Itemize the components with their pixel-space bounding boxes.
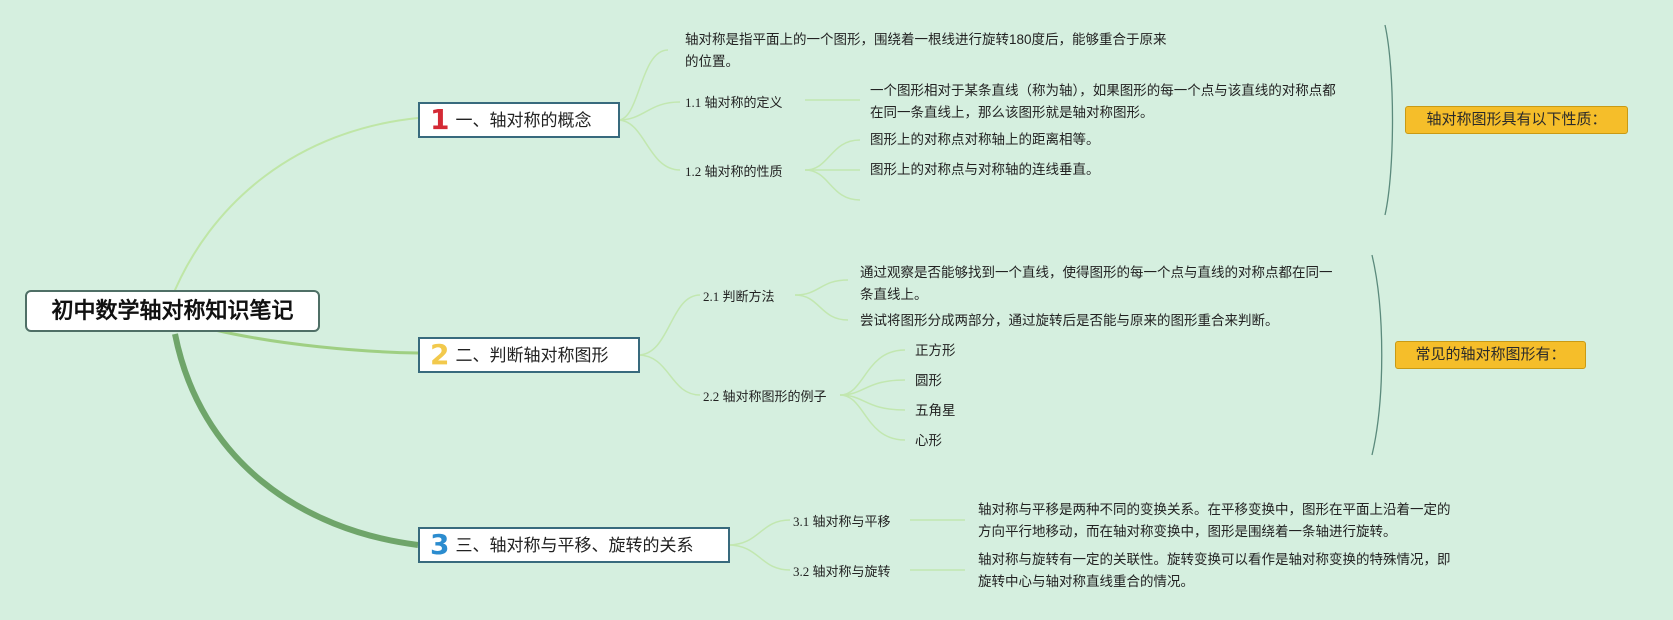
topic-3-label: 三、轴对称与平移、旋转的关系	[455, 536, 694, 555]
leaf-2-2-4[interactable]: 心形	[915, 433, 942, 448]
topic-1-label: 一、轴对称的概念	[455, 111, 592, 130]
leaf-2-1-2[interactable]: 尝试将图形分成两部分，通过旋转后是否能与原来的图形重合来判断。	[860, 313, 1279, 328]
topic-2-label: 二、判断轴对称图形	[455, 346, 609, 365]
subtopic-1-1[interactable]: 1.1 轴对称的定义	[685, 95, 783, 110]
summary-note-2[interactable]: 常见的轴对称图形有：	[1395, 341, 1586, 369]
summary-brace-2	[1371, 254, 1383, 456]
link-root-topic3	[172, 333, 419, 548]
leaf-3-2-1[interactable]: 轴对称与旋转有一定的关联性。旋转变换可以看作是轴对称变换的特殊情况，即 旋转中心…	[978, 549, 1451, 593]
leaf-line: 轴对称与平移是两种不同的变换关系。在平移变换中，图形在平面上沿着一定的	[978, 502, 1451, 517]
intro-line: 的位置。	[685, 54, 739, 69]
leaf-3-1-1[interactable]: 轴对称与平移是两种不同的变换关系。在平移变换中，图形在平面上沿着一定的 方向平行…	[978, 499, 1451, 543]
leaf-line: 条直线上。	[860, 287, 928, 302]
link-root-topic1	[169, 117, 419, 303]
leaf-line: 轴对称与旋转有一定的关联性。旋转变换可以看作是轴对称变换的特殊情况，即	[978, 552, 1451, 567]
leaf-line: 一个图形相对于某条直线（称为轴），如果图形的每一个点与该直线的对称点都	[870, 83, 1336, 98]
topic-2[interactable]: 2 二、判断轴对称图形	[418, 337, 640, 373]
leaf-line: 在同一条直线上，那么该图形就是轴对称图形。	[870, 105, 1154, 120]
leaf-line: 旋转中心与轴对称直线重合的情况。	[978, 574, 1194, 589]
leaf-2-1-1[interactable]: 通过观察是否能够找到一个直线，使得图形的每一个点与直线的对称点都在同一 条直线上…	[860, 262, 1333, 306]
summary-brace-1	[1384, 24, 1394, 216]
leaf-line: 方向平行地移动，而在轴对称变换中，图形是围绕着一条轴进行旋转。	[978, 524, 1397, 539]
number-1-icon: 1	[430, 103, 450, 136]
leaf-1-1-1[interactable]: 一个图形相对于某条直线（称为轴），如果图形的每一个点与该直线的对称点都 在同一条…	[870, 80, 1336, 124]
intro-line: 轴对称是指平面上的一个图形，围绕着一根线进行旋转180度后，能够重合于原来	[685, 32, 1167, 47]
subtopic-3-1[interactable]: 3.1 轴对称与平移	[793, 514, 891, 529]
summary-note-1[interactable]: 轴对称图形具有以下性质：	[1405, 106, 1628, 134]
topic-1[interactable]: 1 一、轴对称的概念	[418, 102, 620, 138]
leaf-line: 通过观察是否能够找到一个直线，使得图形的每一个点与直线的对称点都在同一	[860, 265, 1333, 280]
leaf-1-2-2[interactable]: 图形上的对称点与对称轴的连线垂直。	[870, 162, 1100, 177]
topic-3[interactable]: 3 三、轴对称与平移、旋转的关系	[418, 527, 730, 563]
leaf-2-2-1[interactable]: 正方形	[915, 343, 956, 358]
subtopic-2-1[interactable]: 2.1 判断方法	[703, 289, 775, 304]
topic-1-intro[interactable]: 轴对称是指平面上的一个图形，围绕着一根线进行旋转180度后，能够重合于原来 的位…	[685, 29, 1167, 73]
subtopic-1-2[interactable]: 1.2 轴对称的性质	[685, 164, 783, 179]
subtopic-2-2[interactable]: 2.2 轴对称图形的例子	[703, 389, 827, 404]
leaf-2-2-3[interactable]: 五角星	[915, 403, 956, 418]
number-2-icon: 2	[430, 338, 450, 371]
number-3-icon: 3	[430, 528, 450, 561]
leaf-1-2-1[interactable]: 图形上的对称点对称轴上的距离相等。	[870, 132, 1100, 147]
subtopic-3-2[interactable]: 3.2 轴对称与旋转	[793, 564, 891, 579]
link-root-topic2	[214, 328, 419, 355]
root-topic[interactable]: 初中数学轴对称知识笔记	[25, 290, 320, 332]
leaf-2-2-2[interactable]: 圆形	[915, 373, 942, 388]
